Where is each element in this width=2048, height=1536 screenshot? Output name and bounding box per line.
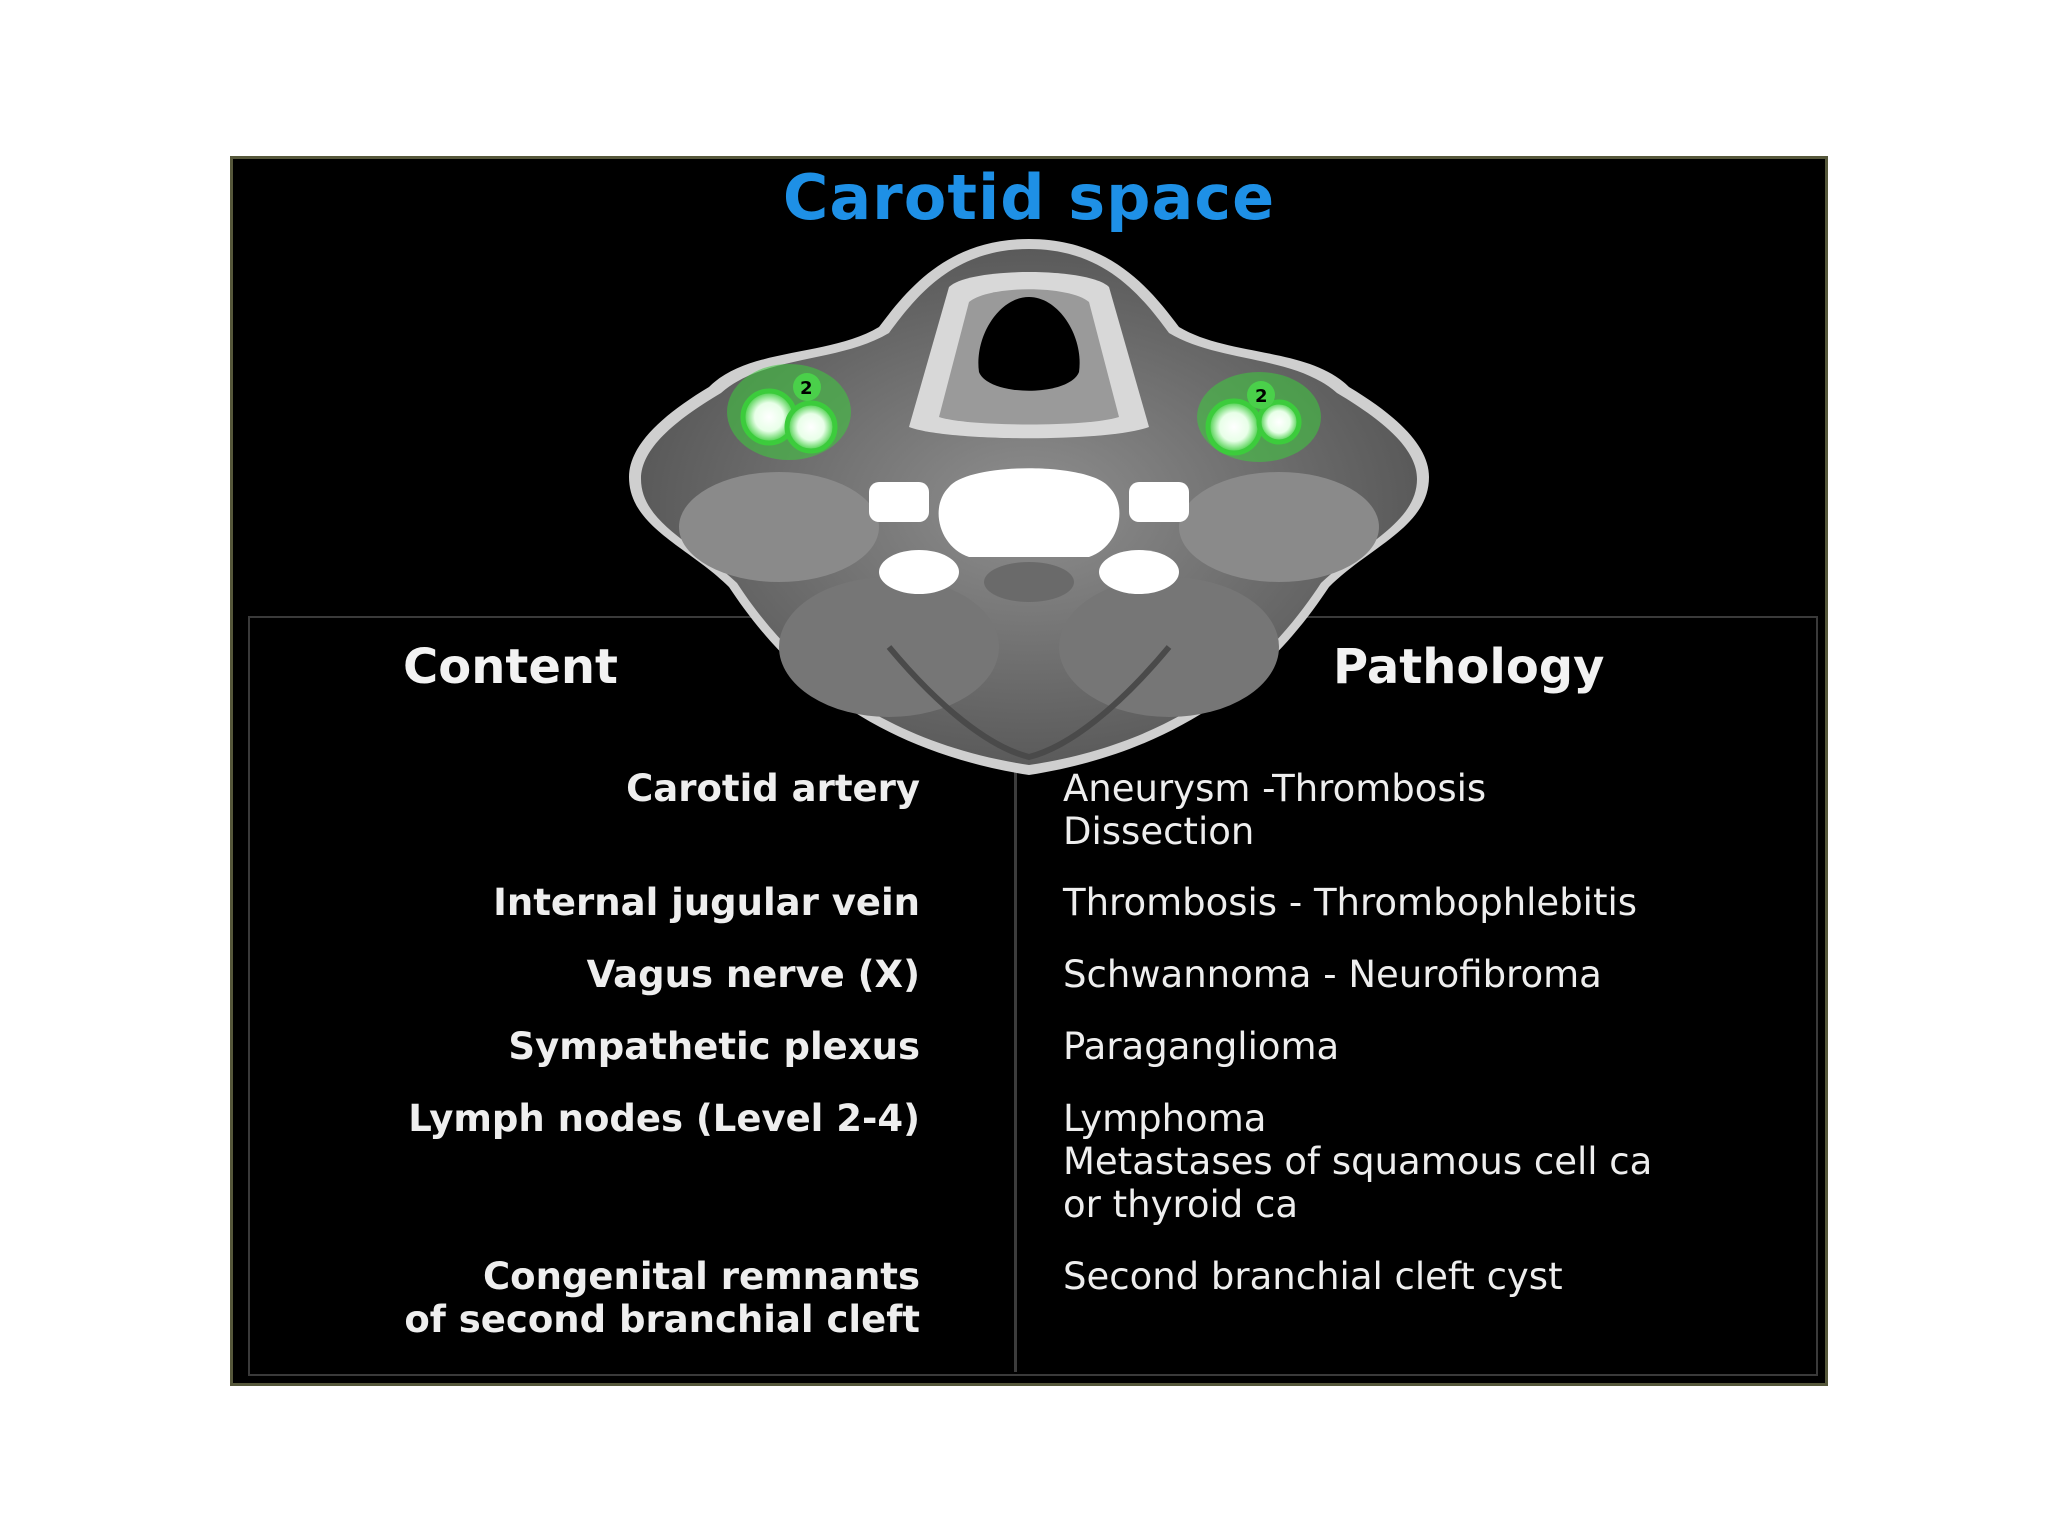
content-header: Content	[403, 639, 618, 695]
content-cell-carotid-artery: Carotid artery	[626, 767, 920, 810]
content-line: Vagus nerve (X)	[586, 953, 920, 996]
content-cell-sympathetic-plexus: Sympathetic plexus	[508, 1025, 920, 1068]
content-line: Internal jugular vein	[493, 881, 920, 924]
pathology-line: Metastases of squamous cell ca	[1063, 1140, 1653, 1183]
pathology-cell-vagus-nerve: Schwannoma - Neurofibroma	[1063, 953, 1602, 996]
pathology-header: Pathology	[1333, 639, 1605, 695]
slide-title: Carotid space	[782, 161, 1276, 234]
marker-label-right: 2	[1255, 386, 1268, 407]
content-cell-congenital-remnants: Congenital remnants of second branchial …	[404, 1255, 920, 1341]
content-line: Sympathetic plexus	[508, 1025, 920, 1068]
pathology-cell-lymph-nodes: Lymphoma Metastases of squamous cell ca …	[1063, 1097, 1652, 1226]
column-divider	[1014, 752, 1017, 1372]
pathology-line: Aneurysm -Thrombosis	[1063, 767, 1487, 810]
slide-panel: Carotid space	[230, 156, 1828, 1386]
content-line: of second branchial cleft	[404, 1298, 920, 1341]
pathology-line: or thyroid ca	[1063, 1183, 1299, 1226]
content-line: Congenital remnants	[483, 1255, 920, 1298]
pathology-line: Thrombosis - Thrombophlebitis	[1063, 881, 1638, 924]
pathology-line: Schwannoma - Neurofibroma	[1063, 953, 1602, 996]
pathology-line: Second branchial cleft cyst	[1063, 1255, 1563, 1298]
content-cell-vagus-nerve: Vagus nerve (X)	[587, 953, 920, 996]
pathology-cell-internal-jugular-vein: Thrombosis - Thrombophlebitis	[1063, 881, 1637, 924]
pathology-line: Dissection	[1063, 810, 1255, 853]
pathology-cell-sympathetic-plexus: Paraganglioma	[1063, 1025, 1339, 1068]
content-line: Carotid artery	[626, 767, 920, 810]
content-cell-lymph-nodes: Lymph nodes (Level 2-4)	[408, 1097, 920, 1140]
marker-label-left: 2	[800, 378, 813, 399]
pathology-cell-congenital-remnants: Second branchial cleft cyst	[1063, 1255, 1563, 1298]
pathology-line: Lymphoma	[1063, 1097, 1267, 1140]
content-line: Lymph nodes (Level 2-4)	[408, 1097, 920, 1140]
content-cell-internal-jugular-vein: Internal jugular vein	[493, 881, 920, 924]
pathology-line: Paraganglioma	[1063, 1025, 1340, 1068]
pathology-cell-carotid-artery: Aneurysm -Thrombosis Dissection	[1063, 767, 1486, 853]
ct-scan-image: 2 2	[629, 239, 1429, 775]
